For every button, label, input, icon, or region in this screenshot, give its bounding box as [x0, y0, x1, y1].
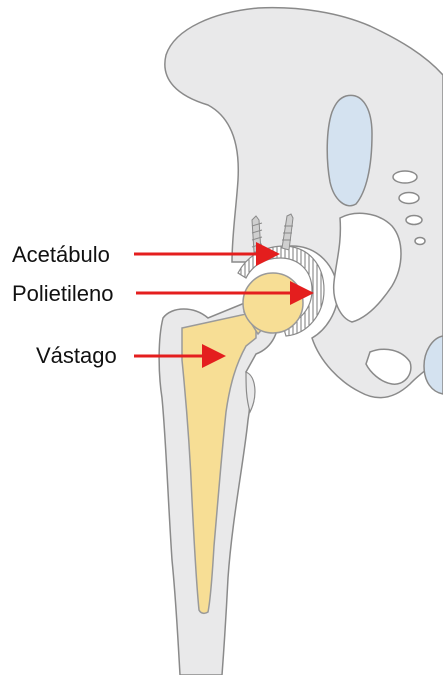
sacral-foramen: [399, 193, 419, 204]
femoral-head: [243, 273, 303, 333]
label-vastago: Vástago: [36, 343, 117, 368]
sacral-foramen: [393, 171, 417, 183]
label-acetabulo: Acetábulo: [12, 242, 110, 267]
sacral-foramen: [406, 216, 422, 225]
label-polietileno: Polietileno: [12, 281, 114, 306]
sacral-foramen: [415, 238, 425, 245]
